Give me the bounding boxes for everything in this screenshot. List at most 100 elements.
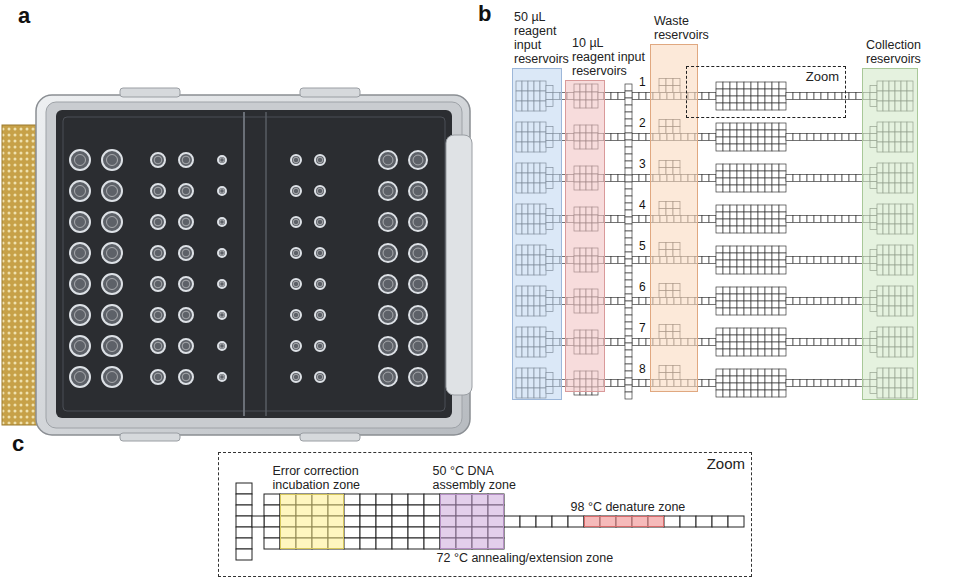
electrode-cell: [779, 82, 786, 89]
reservoir-well: [218, 249, 226, 257]
electrode-cell: [772, 226, 779, 233]
zoom-label: Zoom: [707, 455, 745, 473]
electrode-cell: [821, 134, 828, 141]
electrode-cell: [716, 369, 723, 376]
electrode-cell: [730, 287, 737, 294]
electrode-cell: [842, 380, 849, 387]
electrode-cell: [730, 390, 737, 397]
electrode-cell: [723, 82, 730, 89]
electrode-cell: [552, 516, 568, 527]
electrode-cell: [758, 308, 765, 315]
reservoir-well: [102, 243, 122, 263]
electrode-cell: [716, 328, 723, 335]
electrode-cell: [723, 342, 730, 349]
electrode-cell: [730, 260, 737, 267]
electrode-cell: [702, 339, 709, 346]
well-highlight: [154, 311, 162, 319]
electrode-cell: [744, 294, 751, 301]
electrode-cell: [618, 216, 625, 223]
electrode-cell: [723, 185, 730, 192]
channel-number: 3: [639, 157, 646, 171]
well-highlight: [182, 156, 190, 164]
electrode-cell: [772, 335, 779, 342]
electrode-cell: [786, 134, 793, 141]
electrode-cell: [744, 82, 751, 89]
electrode-cell: [779, 335, 786, 342]
electrode-cell: [821, 298, 828, 305]
electrode-cell: [625, 252, 632, 259]
electrode-cell: [744, 219, 751, 226]
zoom-frame: Zoom: [686, 66, 846, 118]
electrode-cell: [744, 226, 751, 233]
reservoir-well: [409, 368, 427, 386]
channel-number: 1: [639, 75, 646, 89]
electrode-cell: [765, 137, 772, 144]
electrode-cell: [392, 538, 408, 549]
electrode-cell: [744, 369, 751, 376]
well-highlight: [293, 343, 299, 349]
electrode-cell: [702, 298, 709, 305]
reservoir-well: [315, 279, 325, 289]
electrode-cell: [737, 130, 744, 137]
well-highlight: [107, 186, 118, 197]
electrode-cell: [625, 371, 632, 378]
electrode-cell: [821, 380, 828, 387]
well-highlight: [293, 188, 299, 194]
reservoir-well: [291, 248, 301, 258]
electrode-cell: [632, 298, 639, 305]
electrode-cell: [772, 103, 779, 110]
electrode-cell: [730, 123, 737, 130]
reservoir-well: [218, 311, 226, 319]
electrode-cell: [625, 287, 632, 294]
reservoir-well: [379, 213, 397, 231]
electrode-cell: [744, 335, 751, 342]
electrode-cell: [849, 298, 856, 305]
well-highlight: [383, 372, 393, 382]
reservoir-well: [151, 339, 165, 353]
well-highlight: [107, 155, 118, 166]
electrode-cell: [702, 257, 709, 264]
electrode-cell: [730, 294, 737, 301]
electrode-cell: [728, 516, 744, 527]
electrode-cell: [800, 257, 807, 264]
reservoir-well: [179, 339, 193, 353]
electrode-cell: [779, 253, 786, 260]
electrode-cell: [765, 328, 772, 335]
reservoir-well: [70, 336, 90, 356]
well-highlight: [383, 248, 393, 258]
electrode-cell: [821, 339, 828, 346]
tray-ridge: [265, 112, 267, 416]
reservoir-well: [151, 184, 165, 198]
electrode-cell: [744, 349, 751, 356]
electrode-cell: [849, 339, 856, 346]
electrode-cell: [424, 494, 440, 505]
reservoir-well: [179, 370, 193, 384]
reservoir-well: [179, 308, 193, 322]
well-highlight: [220, 344, 224, 348]
electrode-cell: [709, 339, 716, 346]
electrode-cell: [744, 205, 751, 212]
electrode-cell: [758, 253, 765, 260]
electrode-cell: [751, 82, 758, 89]
electrode-cell: [772, 178, 779, 185]
electrode-cell: [758, 171, 765, 178]
electrode-cell: [779, 376, 786, 383]
electrode-cell: [625, 315, 632, 322]
electrode-cell: [814, 298, 821, 305]
electrode-cell: [758, 82, 765, 89]
electrode-cell: [744, 328, 751, 335]
electrode-cell: [772, 144, 779, 151]
electrode-cell: [604, 257, 611, 264]
reservoir-well: [102, 305, 122, 325]
electrode-cell: [744, 260, 751, 267]
electrode-cell: [807, 93, 814, 100]
electrode-cell: [779, 287, 786, 294]
electrode-cell: [786, 380, 793, 387]
reservoir-well: [291, 186, 301, 196]
well-highlight: [413, 217, 423, 227]
electrode-cell: [772, 342, 779, 349]
electrode-cell: [744, 144, 751, 151]
electrode-cell: [639, 339, 646, 346]
electrode-cell: [730, 328, 737, 335]
well-highlight: [220, 251, 224, 255]
